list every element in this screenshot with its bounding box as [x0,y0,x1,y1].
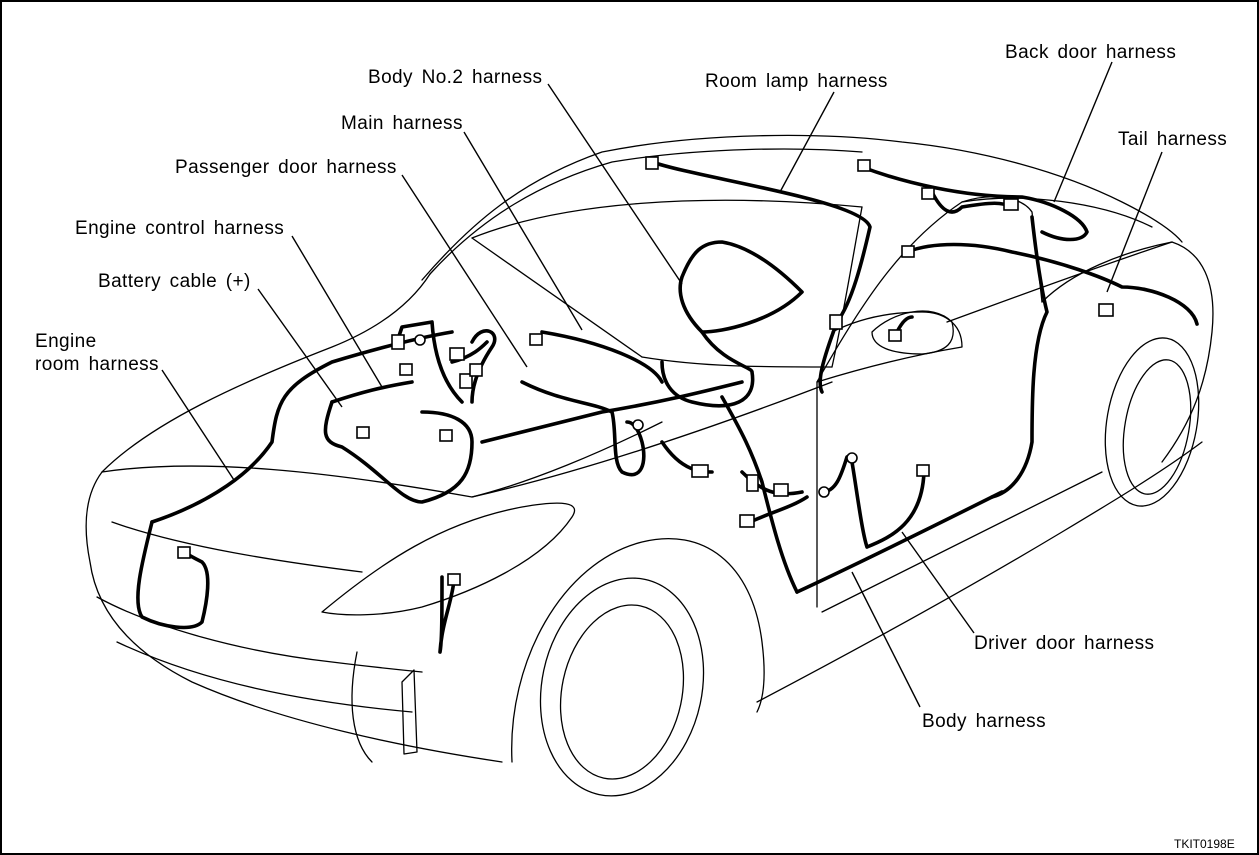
label-tail-harness: Tail harness [1118,129,1227,150]
label-main-harness: Main harness [341,113,463,134]
figure-code: TKIT0198E [1174,837,1235,851]
connector [399,363,413,376]
connector [739,514,755,528]
label-body-harness: Body harness [922,711,1046,732]
connector [529,333,543,346]
labels: Body No.2 harness Room lamp harness Back… [35,42,1235,851]
label-engine-control-harness: Engine control harness [75,218,284,239]
connector [449,347,465,361]
label-passenger-door-harness: Passenger door harness [175,157,397,178]
connector [773,483,789,497]
connector [888,329,902,342]
connector [921,187,935,200]
connector [857,159,871,172]
connector [1098,303,1114,317]
connector [901,245,915,258]
connector [414,334,426,346]
connector [916,464,930,477]
connector [1003,198,1019,211]
connector [459,373,473,389]
connector [356,426,370,439]
connector [818,486,830,498]
label-driver-door-harness: Driver door harness [974,633,1154,654]
label-body-no2-harness: Body No.2 harness [368,67,542,88]
connector [391,334,405,350]
leader-lines [161,61,1163,708]
connector [645,156,659,170]
connector [691,464,709,478]
connectors [177,156,1114,586]
connector [846,452,858,464]
connector [469,363,483,377]
connector [439,429,453,442]
connector [447,573,461,586]
harness-wires [136,160,1199,654]
connector [746,474,759,492]
label-back-door-harness: Back door harness [1005,42,1176,63]
label-engine-room-harness-line1: Engine [35,331,97,352]
label-room-lamp-harness: Room lamp harness [705,71,888,92]
connector [632,419,644,431]
connector [177,546,191,559]
label-engine-room-harness-line2: room harness [35,354,159,375]
connector [829,314,843,330]
label-battery-cable: Battery cable (+) [98,271,251,292]
